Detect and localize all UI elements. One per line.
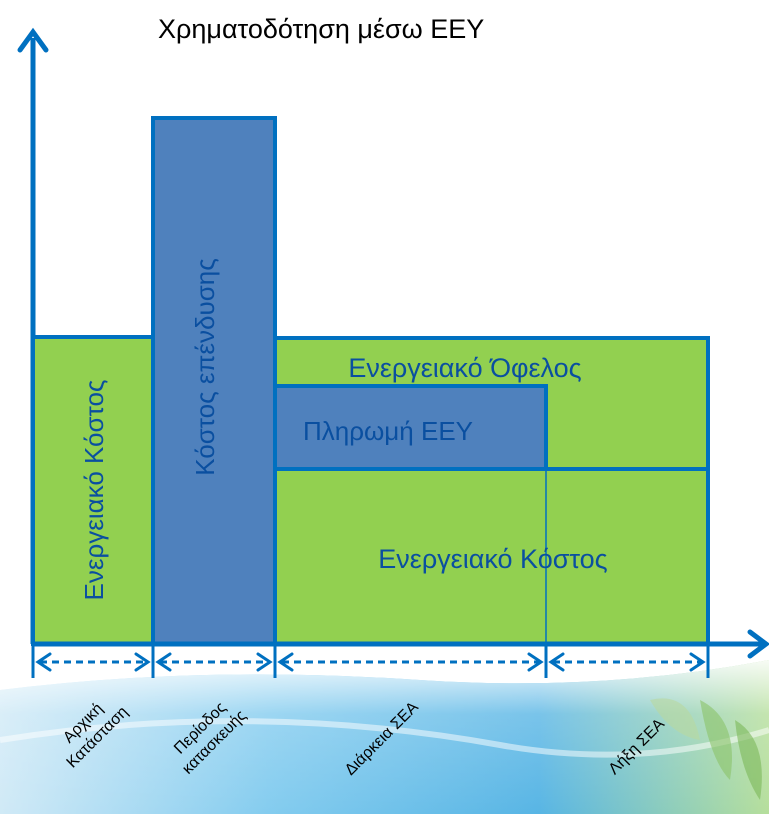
investment-cost-label: Κόστος επένδυσης (190, 258, 220, 476)
background-band (0, 660, 769, 814)
arrow-right-icon (747, 629, 769, 659)
double-arrow-icon (155, 652, 273, 672)
energy-cost-label: Ενεργειακό Κόστος (378, 544, 607, 574)
eey-payment-block (273, 384, 548, 471)
energy-benefit-label: Ενεργειακό Όφελος (348, 353, 581, 383)
double-arrow-icon (548, 652, 706, 672)
phase-spans (35, 652, 706, 672)
double-arrow-icon (277, 652, 544, 672)
diagram-title: Χρηματοδότηση μέσω ΕΕΥ (158, 14, 484, 44)
investment-cost-block (151, 116, 277, 646)
arrow-up-icon (17, 27, 49, 53)
x-axis (33, 629, 769, 659)
leaf-decoration-icon (650, 698, 762, 800)
double-arrow-icon (35, 652, 151, 672)
phase-ticks (31, 644, 710, 678)
eey-payment-label: Πληρωμή ΕΕΥ (303, 416, 473, 446)
initial-energy-cost-label: Ενεργειακό Κόστος (79, 380, 109, 601)
